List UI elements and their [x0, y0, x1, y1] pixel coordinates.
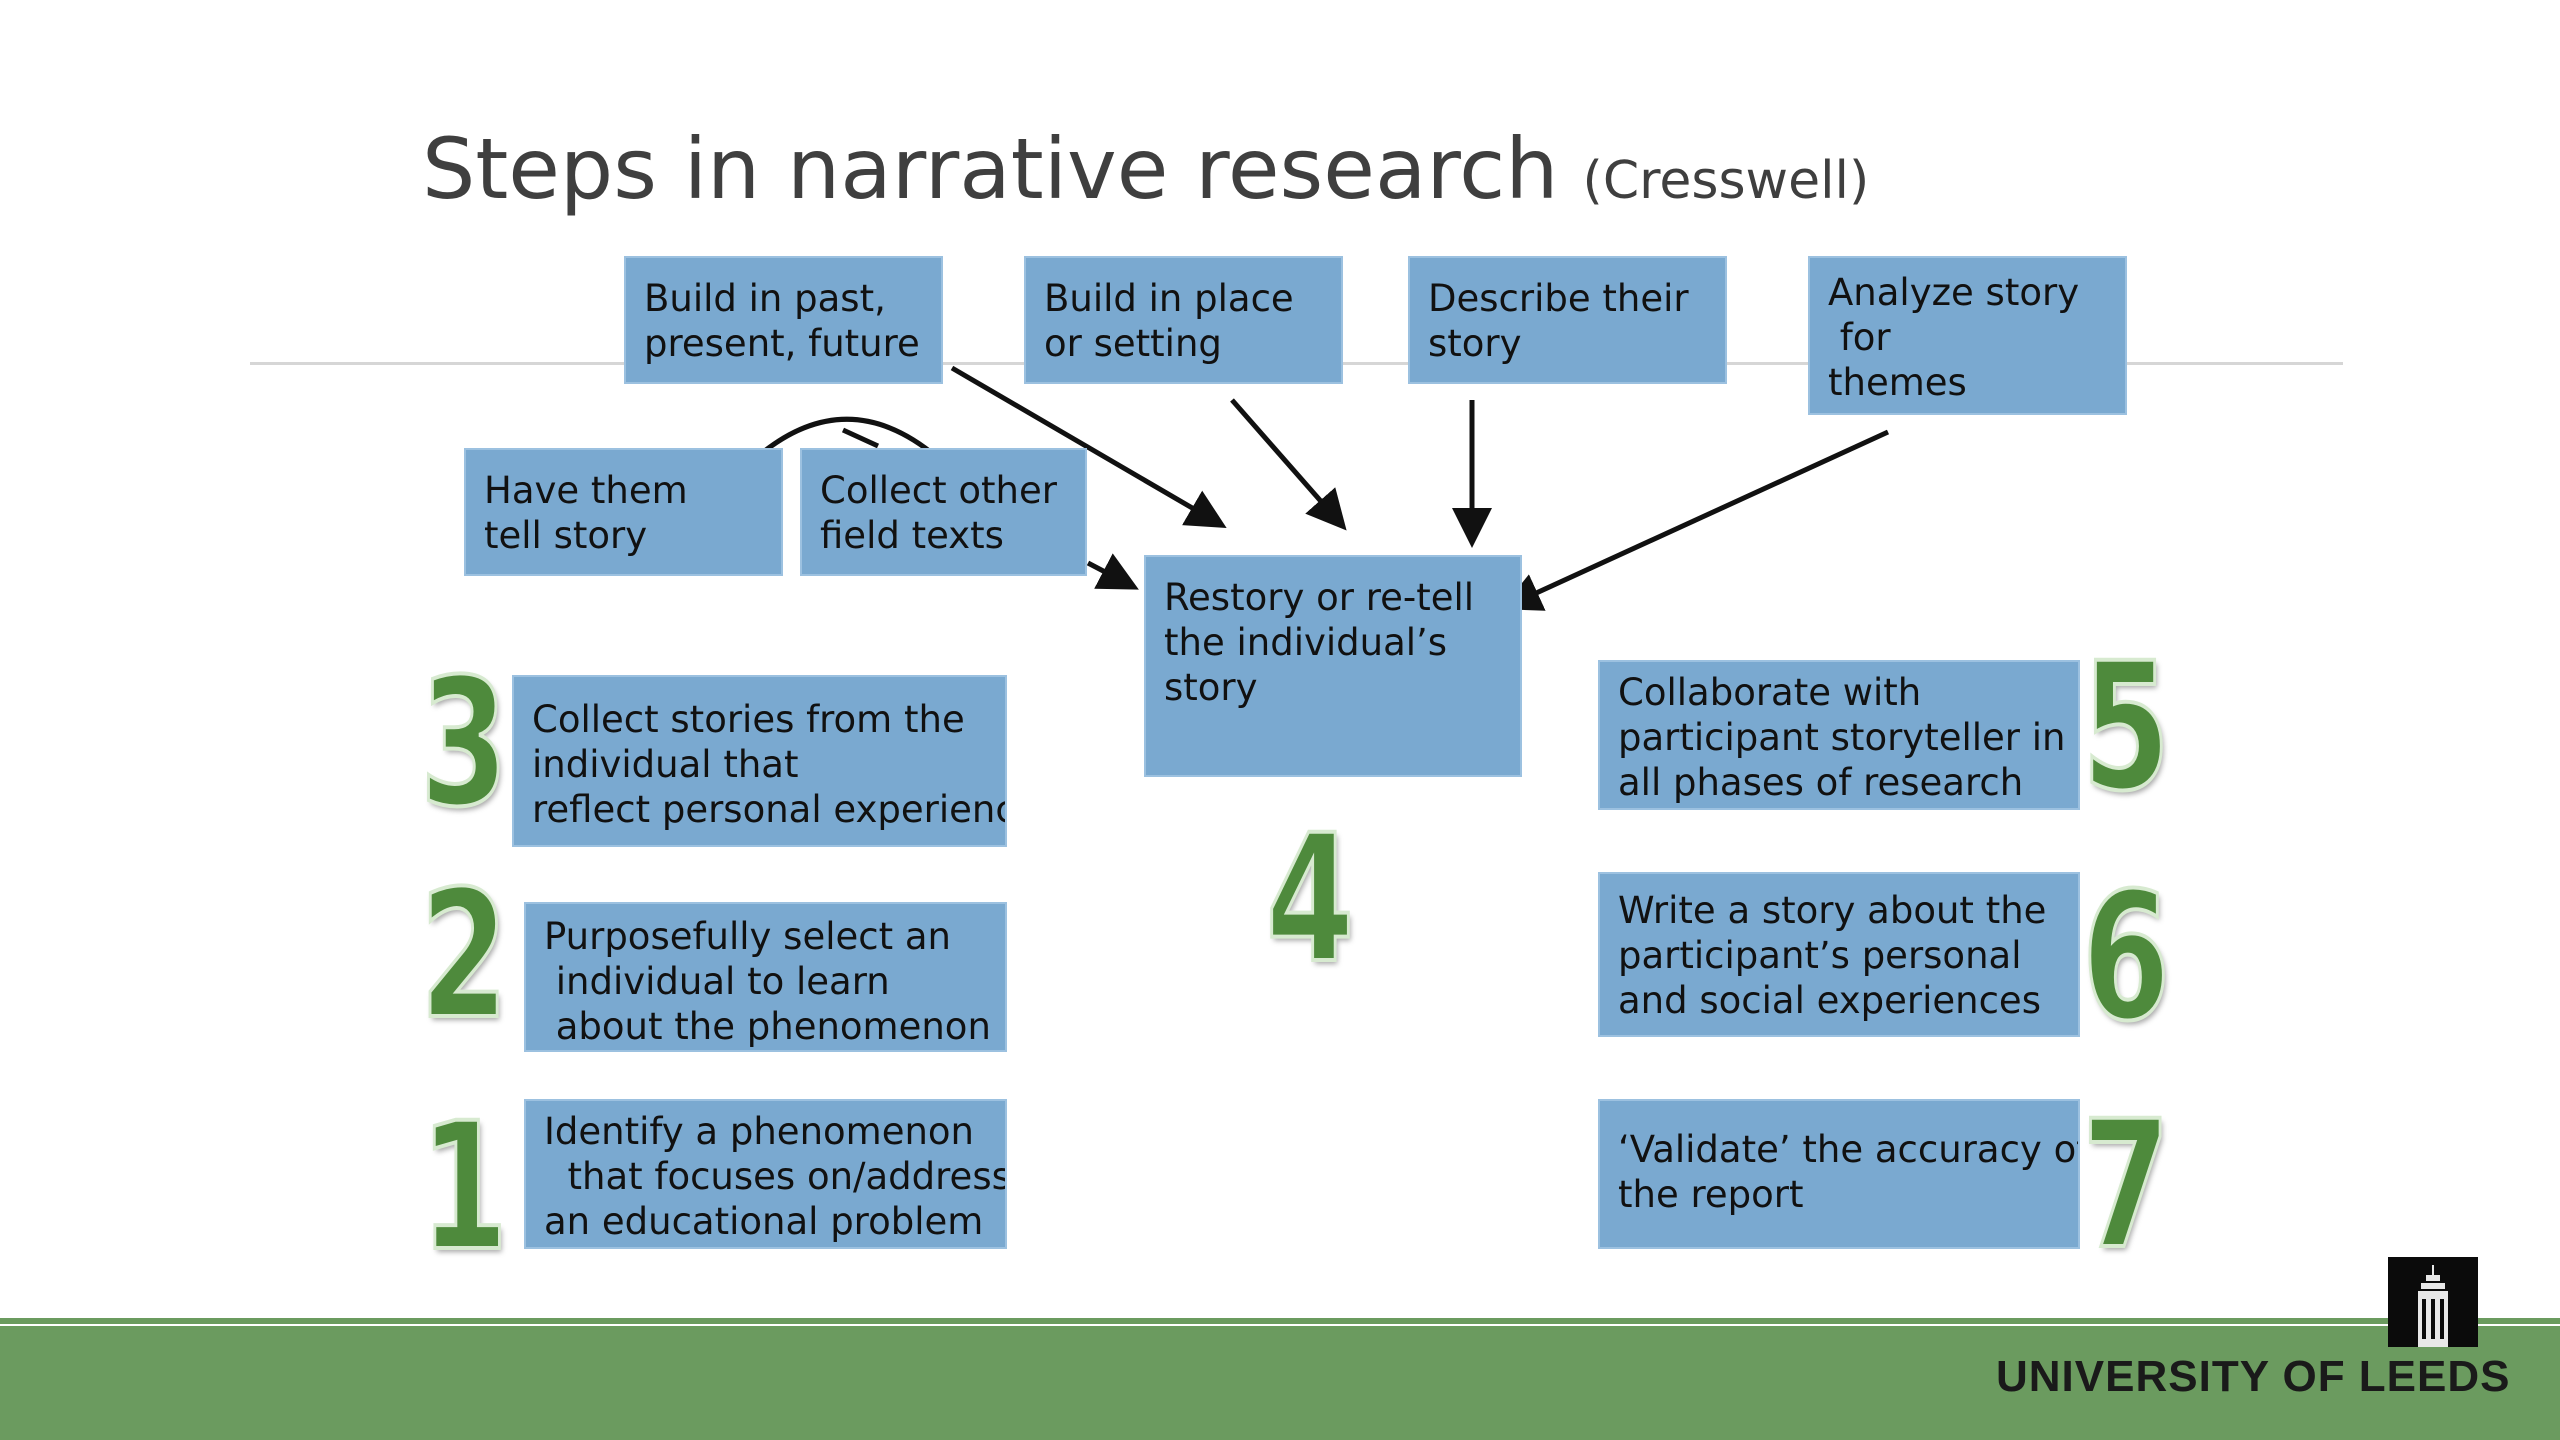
box-step-5: Collaborate with participant storyteller… [1598, 660, 2080, 810]
box-have-them-tell-story: Have them tell story [464, 448, 783, 576]
arrow-past-to-restory [950, 365, 1227, 529]
step-number-7: 7 [2081, 1083, 2172, 1288]
step-number-5: 5 [2081, 625, 2172, 830]
footer-band [0, 1326, 2560, 1440]
slide-title: Steps in narrative research (Cresswell) [422, 120, 1869, 218]
box-build-place-setting: Build in place or setting [1024, 256, 1343, 384]
box-collect-other-field-texts: Collect other field texts [800, 448, 1087, 576]
parkinson-tower-icon [2388, 1257, 2478, 1347]
university-name: UNIVERSITY OF LEEDS [1996, 1352, 2511, 1401]
step-number-4: 4 [1265, 797, 1356, 1002]
step-number-2: 2 [419, 853, 510, 1058]
step-number-3: 3 [419, 641, 510, 846]
box-restory: Restory or re-tell the individual’s stor… [1144, 555, 1522, 777]
footer-top-line [0, 1318, 2560, 1324]
title-main: Steps in narrative research [422, 120, 1559, 218]
box-describe-their-story: Describe their story [1408, 256, 1727, 384]
box-step-1: Identify a phenomenon that focuses on/ad… [524, 1099, 1007, 1249]
arrow-analyze-to-restory [1500, 429, 1890, 611]
box-step-6: Write a story about the participant’s pe… [1598, 872, 2080, 1037]
step-number-1: 1 [419, 1085, 510, 1290]
box-step-7: ‘Validate’ the accuracy of the report [1598, 1099, 2080, 1249]
box-analyze-story-themes: Analyze story for themes [1808, 256, 2127, 415]
arrow-collect-to-restory [1086, 553, 1139, 590]
step-number-6: 6 [2081, 855, 2172, 1060]
arc-tick [841, 427, 880, 449]
title-source: (Cresswell) [1582, 151, 1870, 211]
box-step-3: Collect stories from the individual that… [512, 675, 1007, 847]
box-build-past-present-future: Build in past, present, future [624, 256, 943, 384]
arrow-place-to-restory [1230, 398, 1347, 531]
box-step-2: Purposefully select an individual to lea… [524, 902, 1007, 1052]
